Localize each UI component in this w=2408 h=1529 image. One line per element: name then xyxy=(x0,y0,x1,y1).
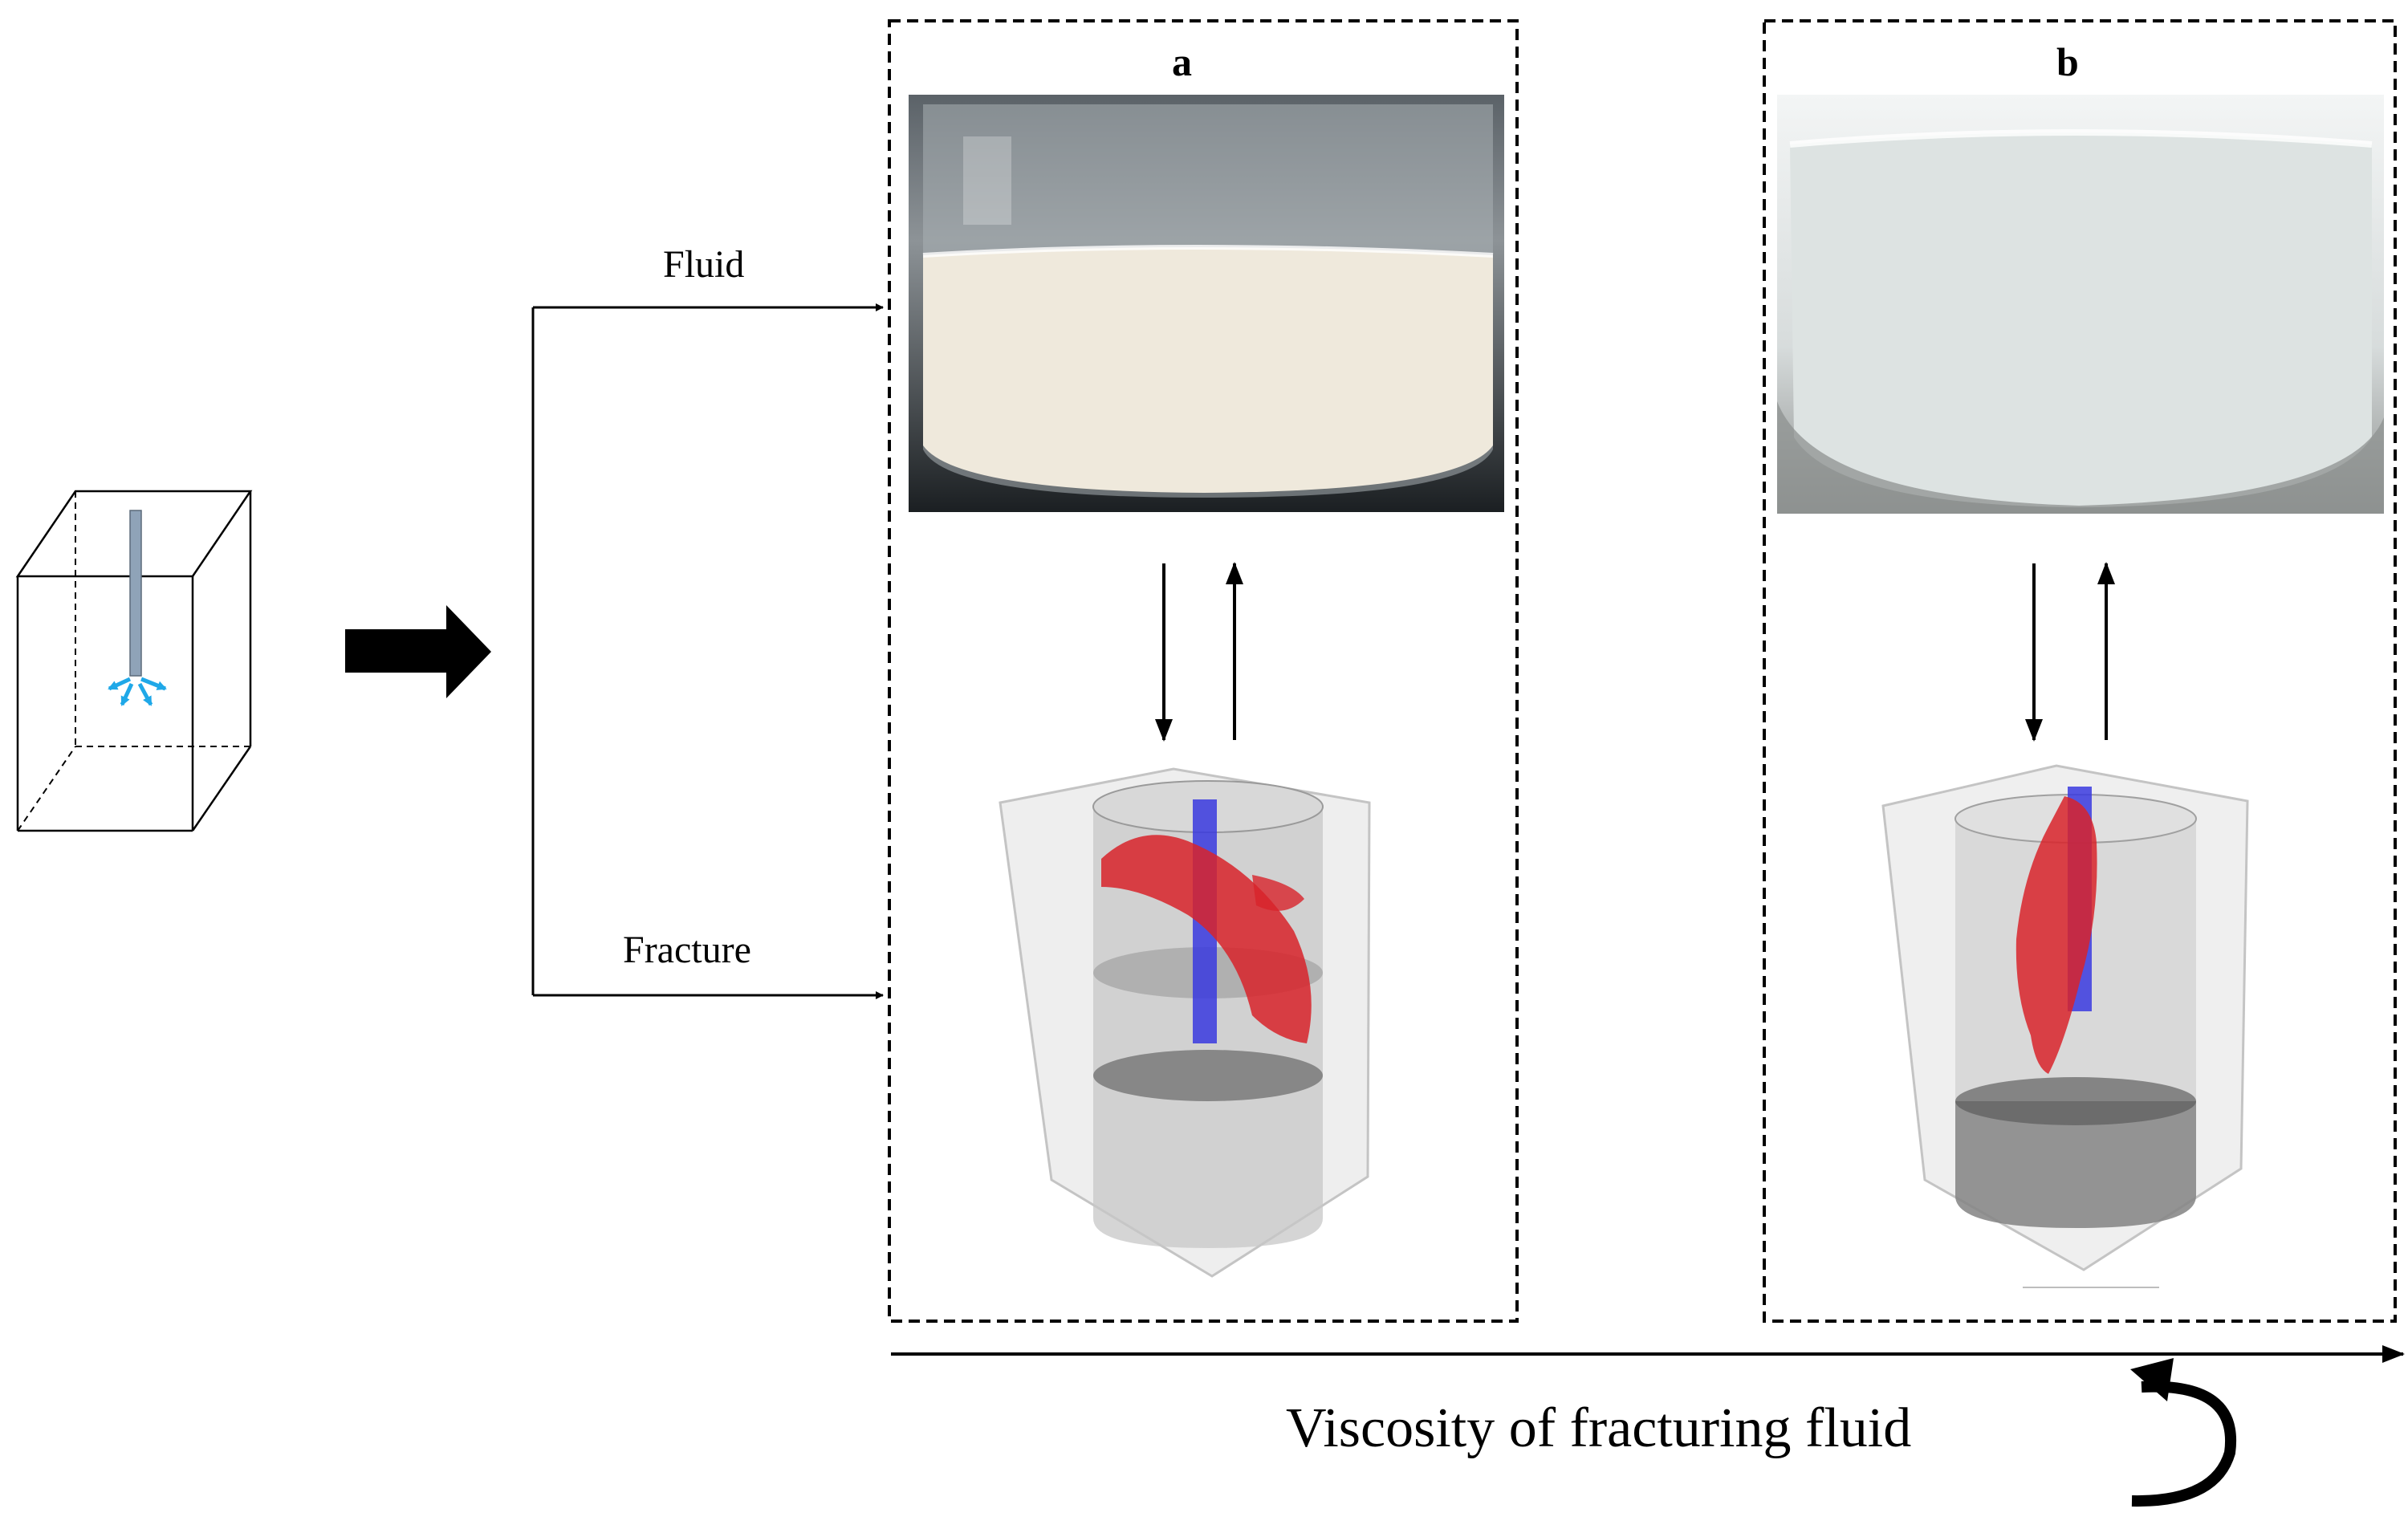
fluid-label: Fluid xyxy=(663,243,745,286)
right-arrow-icon xyxy=(345,605,491,698)
panel-b-label: b xyxy=(2056,39,2079,84)
panel-b-frame xyxy=(1763,19,2397,1323)
panel-a-frame xyxy=(888,19,1519,1323)
beaker-photo-b xyxy=(1777,95,2384,514)
wellbore-icon xyxy=(129,510,142,677)
branch-connector xyxy=(531,303,884,999)
curved-arrow-icon xyxy=(2130,1358,2237,1507)
fracture-model-b xyxy=(1881,764,2249,1288)
fracture-label: Fracture xyxy=(623,929,751,971)
beaker-photo-a xyxy=(909,95,1504,512)
cube-specimen-icon xyxy=(15,490,253,832)
flow-arrow-icon xyxy=(108,677,167,706)
panel-a-label: a xyxy=(1172,39,1192,84)
fracture-model-a xyxy=(999,767,1371,1278)
viscosity-axis-label: Viscosity of fracturing fluid xyxy=(1286,1397,1912,1459)
